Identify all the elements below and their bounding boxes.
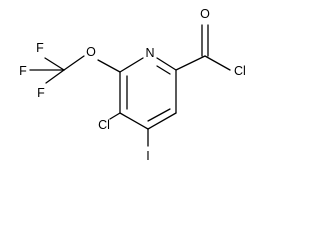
bond-c6-carbonyl	[175, 55, 206, 71]
atom-carbonyl-o: O	[200, 7, 210, 21]
bond-c4-c3	[119, 112, 149, 130]
bond-c5-c4	[147, 112, 177, 130]
bond-c2-o	[97, 59, 121, 73]
bond-n-c6-inner	[156, 65, 171, 75]
bond-c2-n	[119, 57, 144, 73]
chemical-structure: N O Cl O F F F Cl I	[19, 7, 246, 163]
bond-carbonyl-cl	[204, 55, 231, 71]
atom-f1: F	[36, 41, 44, 55]
atom-f2: F	[19, 64, 27, 78]
trifluoromethoxy-group	[29, 55, 121, 84]
atom-acyl-cl: Cl	[234, 64, 246, 78]
atom-ring-i: I	[146, 149, 149, 163]
pyridine-ring	[119, 57, 177, 130]
atom-ring-n: N	[145, 46, 154, 60]
bond-c5-c4-inner	[147, 108, 171, 122]
atom-ring-cl: Cl	[98, 118, 110, 132]
bond-o-cf3	[63, 55, 85, 71]
bond-cf3-f1	[44, 57, 65, 71]
acyl-chloride-group	[175, 24, 231, 71]
atom-f3: F	[37, 86, 45, 100]
bond-cf3-f3	[45, 69, 65, 84]
bond-c3-cl	[109, 112, 121, 120]
atom-ether-o: O	[86, 45, 96, 59]
bond-n-c6	[156, 57, 177, 71]
